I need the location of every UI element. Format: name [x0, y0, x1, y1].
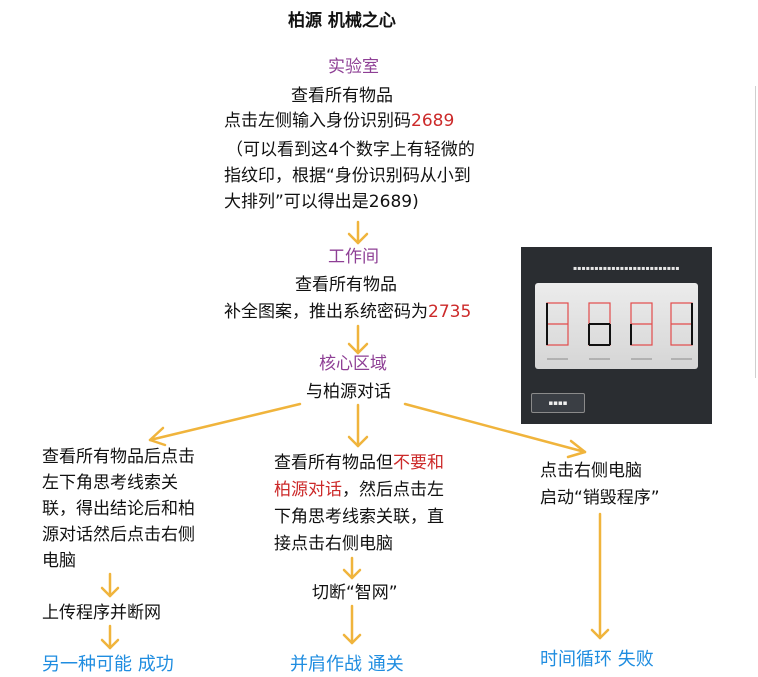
screenshot-button: ▪▪▪▪	[531, 393, 585, 413]
arrow-right-to-ending-head	[590, 628, 610, 640]
workshop-puzzle-screenshot: ▪▪▪▪▪▪▪▪▪▪▪▪▪▪▪▪▪▪▪▪▪▪▪▪▪	[521, 247, 712, 424]
branch-middle-line2-text: ，然后点击左	[342, 480, 444, 500]
branch-right-ending: 时间循环 失败	[540, 649, 654, 670]
screenshot-hint-text: ▪▪▪▪▪▪▪▪▪▪▪▪▪▪▪▪▪▪▪▪▪▪▪▪▪	[573, 265, 680, 272]
branch-left-line4: 源对话然后点击右侧	[42, 525, 195, 545]
arrow-workshop-to-core-head	[347, 342, 369, 355]
diagram-title: 柏源 机械之心	[288, 11, 396, 31]
branch-left-line5: 电脑	[42, 551, 76, 571]
screenshot-panel	[535, 283, 698, 369]
branch-left-line1: 查看所有物品后点击	[42, 447, 195, 467]
stage-lab-note-3: 大排列”可以得出是2689)	[224, 192, 419, 212]
arrow-core-to-left-head	[148, 426, 167, 447]
stage-lab-title: 实验室	[328, 57, 379, 77]
branch-left-line3: 联，得出结论后和柏	[42, 499, 195, 519]
stage-lab-line2: 点击左侧输入身份识别码2689	[224, 109, 454, 134]
branch-right-line1: 点击右侧电脑	[540, 461, 642, 481]
branch-left-line2: 左下角思考线索关	[42, 473, 178, 493]
branch-right-line2: 启动“销毁程序”	[540, 488, 660, 508]
arrow-left-step-to-ending-head	[100, 638, 120, 650]
stage-lab-line1: 查看所有物品	[291, 86, 393, 106]
branch-middle-line1-text: 查看所有物品但	[274, 453, 393, 473]
stage-lab-note-2: 指纹印，根据“身份识别码从小到	[224, 166, 471, 186]
stage-workshop-line2: 补全图案，推出系统密码为2735	[224, 300, 471, 325]
branch-middle-line2: 柏源对话，然后点击左	[274, 478, 444, 503]
arrow-left-to-step-head	[100, 586, 120, 598]
digit-puzzle-graphic	[546, 302, 693, 360]
branch-middle-line4: 接点击右侧电脑	[274, 534, 393, 554]
arrow-lab-to-workshop-head	[347, 232, 369, 245]
identity-code: 2689	[411, 111, 455, 131]
stage-lab-line2-text: 点击左侧输入身份识别码	[224, 111, 411, 131]
arrow-middle-to-step-head	[342, 568, 362, 580]
arrow-middle-step-to-ending-head	[342, 633, 362, 645]
stage-workshop-line1: 查看所有物品	[295, 275, 397, 295]
right-edge-divider	[755, 86, 756, 378]
branch-middle-line3: 下角思考线索关联，直	[274, 507, 444, 527]
branch-left-step: 上传程序并断网	[42, 603, 161, 623]
arrow-core-to-middle-head	[347, 435, 369, 448]
branch-middle-line1: 查看所有物品但不要和	[274, 451, 444, 476]
stage-core-line1: 与柏源对话	[306, 382, 391, 402]
arrow-core-to-right-head	[566, 439, 587, 459]
stage-workshop-title: 工作间	[328, 247, 379, 267]
branch-middle-warning-2: 柏源对话	[274, 480, 342, 500]
branch-middle-warning-1: 不要和	[393, 453, 444, 473]
stage-core-title: 核心区域	[319, 354, 387, 374]
arrow-core-to-left	[148, 402, 302, 442]
stage-lab-note-1: （可以看到这4个数字上有轻微的	[226, 140, 475, 160]
branch-middle-step: 切断“智网”	[312, 583, 398, 603]
branch-middle-ending: 并肩作战 通关	[290, 654, 404, 675]
stage-workshop-line2-text: 补全图案，推出系统密码为	[224, 302, 428, 322]
arrow-core-to-right	[403, 402, 587, 454]
system-password: 2735	[428, 302, 472, 322]
branch-left-ending: 另一种可能 成功	[42, 654, 174, 675]
